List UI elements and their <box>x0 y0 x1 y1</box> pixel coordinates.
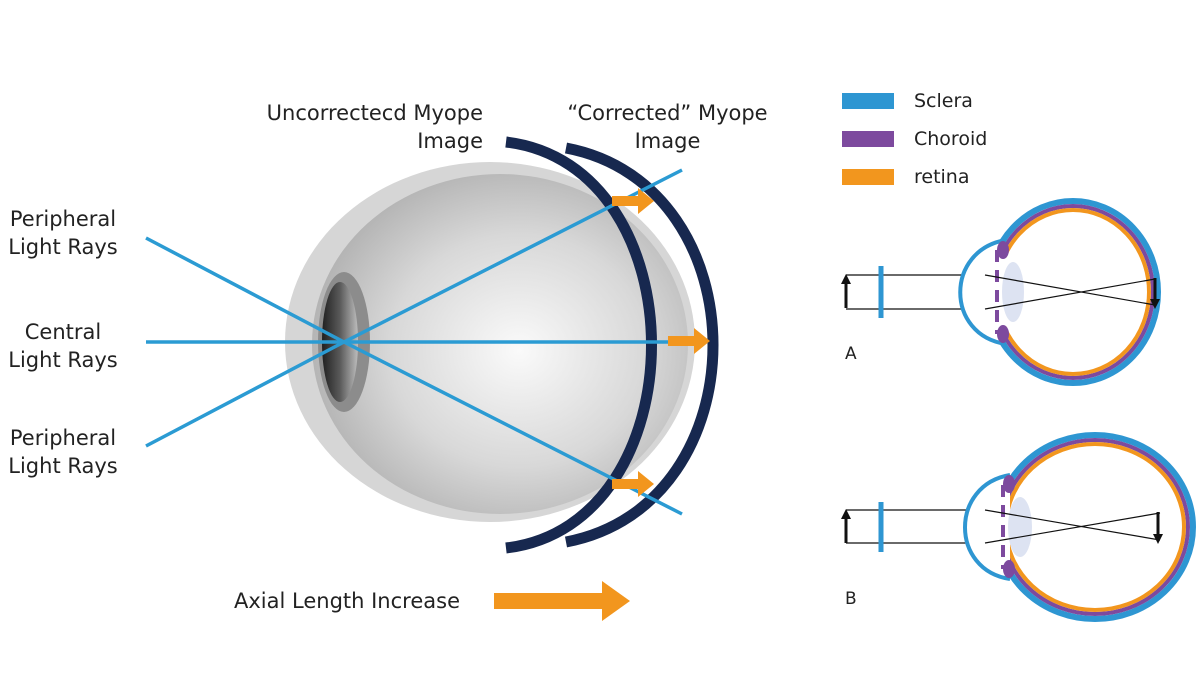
legend-choroid: Choroid <box>842 128 987 150</box>
legend-label: Sclera <box>914 90 973 112</box>
ray-peripheral-bottom-in <box>145 340 345 448</box>
label-line: Image <box>634 129 701 153</box>
panel-b-inner-ray-1 <box>984 509 1161 541</box>
panel-a-lens <box>1002 262 1024 322</box>
image-arrow-center <box>668 328 710 354</box>
label-uncorrected-myope: Uncorrectecd Myope Image <box>267 99 483 155</box>
label-peripheral-rays-bottom: Peripheral Light Rays <box>4 424 122 480</box>
panel-b-eye <box>841 432 1196 622</box>
axial-length-arrow <box>494 581 630 621</box>
panel-a-object-arrowhead <box>841 274 851 284</box>
label-line: Uncorrectecd Myope <box>266 101 483 125</box>
panel-a-ciliary-bottom <box>997 325 1009 343</box>
corrected-image-shell <box>564 142 719 548</box>
label-corrected-myope: “Corrected” Myope Image <box>565 99 770 155</box>
panel-a-image-arrowhead <box>1150 299 1160 309</box>
uncorrected-image-shell <box>505 136 657 554</box>
legend-swatch <box>842 131 894 147</box>
panel-a-inner-ray-2 <box>984 278 1156 310</box>
label-central-rays: Central Light Rays <box>4 318 122 374</box>
label-line: Central <box>24 320 102 344</box>
legend-swatch <box>842 93 894 109</box>
panel-b-object-arrowhead <box>841 509 851 519</box>
panel-a-inner-ray-1 <box>984 274 1156 306</box>
panel-b-cornea <box>963 473 1011 581</box>
label-line: Light Rays <box>8 348 118 372</box>
panel-label-b: B <box>845 589 857 609</box>
label-peripheral-rays-top: Peripheral Light Rays <box>4 205 122 261</box>
legend-sclera: Sclera <box>842 90 973 112</box>
legend-label: Choroid <box>914 128 988 150</box>
legend-swatch <box>842 169 894 185</box>
image-arrows <box>612 188 710 497</box>
panel-b-lens <box>1008 497 1032 557</box>
label-axial-length: Axial Length Increase <box>234 589 460 613</box>
panel-a-cornea <box>958 238 1007 346</box>
panel-b-image-arrowhead <box>1153 534 1163 544</box>
ray-peripheral-top-in <box>145 236 345 344</box>
eyeball <box>312 174 688 514</box>
image-arrow-bottom <box>612 471 654 497</box>
label-line: Peripheral <box>9 207 117 231</box>
legend-label: retina <box>914 166 970 188</box>
panel-b-ciliary-bottom <box>1003 560 1015 578</box>
panel-label-a: A <box>845 344 857 364</box>
panel-a-ciliary-top <box>997 241 1009 259</box>
image-arrow-top <box>612 188 654 214</box>
label-line: Light Rays <box>8 235 118 259</box>
panel-b-ciliary-top <box>1003 475 1015 493</box>
label-line: “Corrected” Myope <box>567 101 768 125</box>
label-line: Peripheral <box>9 426 117 450</box>
label-line: Image <box>417 129 483 153</box>
panel-a-eye <box>841 198 1161 386</box>
panel-b-inner-ray-2 <box>984 512 1161 544</box>
label-line: Light Rays <box>8 454 118 478</box>
legend-retina: retina <box>842 166 970 188</box>
